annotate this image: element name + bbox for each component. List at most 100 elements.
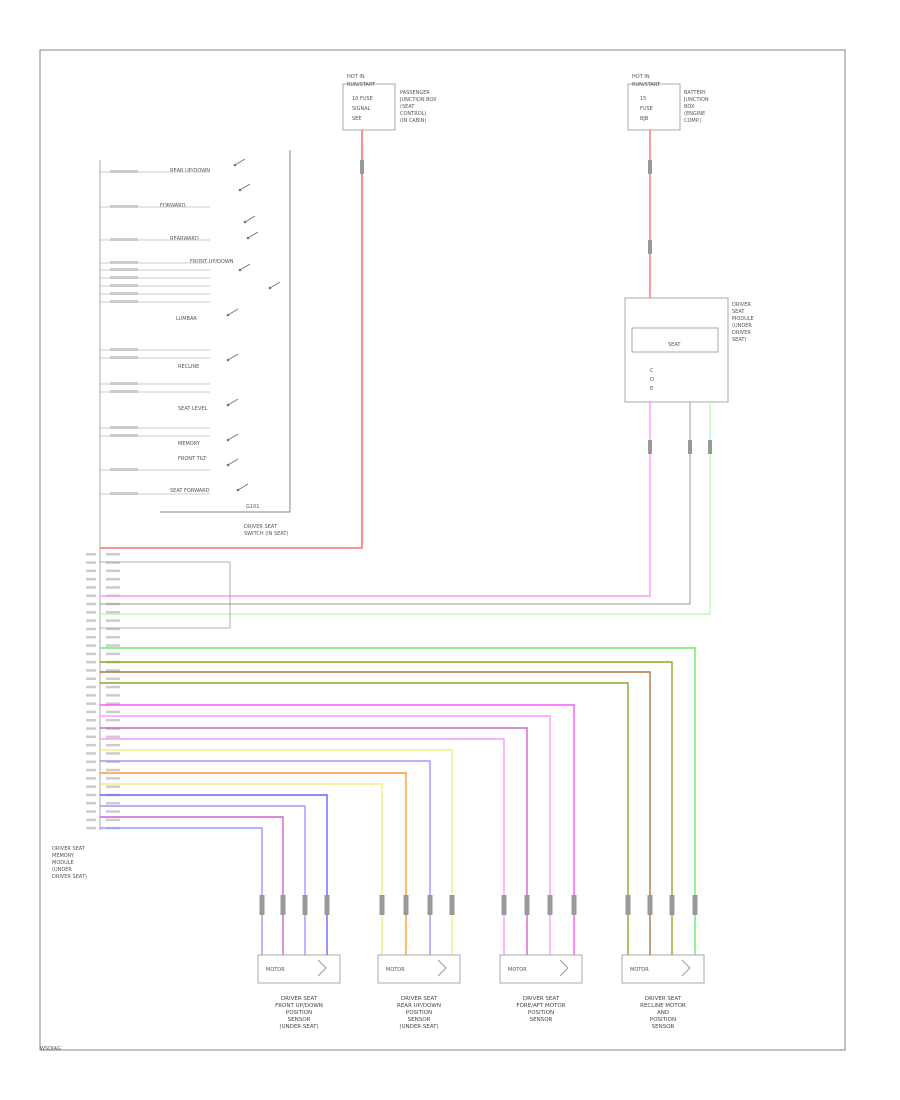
junction-box-outline bbox=[342, 83, 396, 131]
left-pin-tag-icon bbox=[106, 669, 120, 672]
left-pin-tag-icon bbox=[86, 677, 96, 680]
left-pin-tag-icon bbox=[86, 752, 96, 755]
switch-panel-ground: G101 bbox=[246, 504, 259, 510]
left-pin-tag-icon bbox=[106, 677, 120, 680]
motor-caption-line: DRIVER SEAT bbox=[281, 996, 318, 1002]
contact-dot-icon bbox=[226, 463, 230, 467]
memory-module-label: DRIVER SEAT MEMORY MODULE (UNDER DRIVER … bbox=[52, 846, 87, 880]
left-pin-tag-icon bbox=[106, 644, 120, 647]
connector-tag-icon bbox=[647, 895, 653, 915]
left-pin-tag-icon bbox=[86, 669, 96, 672]
contact-dot-icon bbox=[226, 313, 230, 317]
left-pin-tag-icon bbox=[106, 760, 120, 763]
switch-contact-icon bbox=[239, 263, 251, 271]
module-title-6: SEAT) bbox=[732, 337, 746, 343]
wire bbox=[100, 772, 407, 955]
wire-tag-icon bbox=[708, 440, 712, 454]
connector-tag-icon bbox=[669, 895, 675, 915]
left-pin-tag-icon bbox=[106, 569, 120, 573]
wire bbox=[100, 661, 673, 955]
pin-tag-icon bbox=[110, 284, 138, 287]
diagram-frame bbox=[39, 49, 846, 1051]
contact-dot-icon bbox=[243, 220, 247, 224]
battery-box-title-5: COMP.) bbox=[684, 118, 702, 124]
module-title-4: (UNDER bbox=[732, 323, 752, 329]
wire bbox=[100, 738, 505, 955]
battery-box-line-1: HOT IN bbox=[632, 74, 650, 80]
switch-label: REAR UP/DOWN bbox=[170, 168, 210, 174]
left-pin-tag-icon bbox=[106, 710, 120, 714]
junction-box-line-5: SEE bbox=[352, 116, 362, 122]
left-pin-tag-icon bbox=[106, 627, 120, 631]
wire bbox=[100, 561, 231, 629]
left-pin-tag-icon bbox=[86, 619, 96, 622]
pin-tag-icon bbox=[110, 492, 138, 495]
wire bbox=[100, 816, 284, 955]
junction-box-title-1: PASSENGER bbox=[400, 90, 430, 96]
pin-tag-icon bbox=[110, 238, 138, 241]
left-pin-tag-icon bbox=[86, 694, 96, 697]
pin-tag-icon bbox=[110, 356, 138, 359]
left-pin-tag-icon bbox=[86, 685, 96, 689]
motor-symbol-icon bbox=[317, 959, 327, 977]
left-pin-tag-icon bbox=[86, 727, 96, 730]
wire bbox=[100, 760, 431, 955]
left-pin-tag-icon bbox=[86, 627, 96, 631]
junction-box-title-2: JUNCTION BOX bbox=[399, 97, 437, 103]
switch-contact-icon bbox=[227, 433, 239, 441]
switch-label: MEMORY bbox=[178, 441, 201, 447]
pin-tag-icon bbox=[110, 276, 138, 279]
contact-dot-icon bbox=[226, 438, 230, 442]
left-pin-tag-icon bbox=[86, 569, 96, 573]
junction-box-title-5: (IN CABIN) bbox=[400, 118, 426, 124]
motor-box bbox=[499, 954, 583, 984]
battery-box-line-3: 15 bbox=[640, 96, 646, 102]
left-pin-tag-icon bbox=[106, 719, 120, 722]
battery-junction-box: HOT IN RUN/START 15 FUSE BJB BATTERY JUN… bbox=[627, 74, 709, 131]
contact-dot-icon bbox=[226, 358, 230, 362]
left-pin-tag-icon bbox=[86, 577, 96, 581]
pin-tag-icon bbox=[110, 268, 138, 271]
pin-tag-icon bbox=[110, 300, 138, 303]
pin-tag-icon bbox=[110, 434, 138, 437]
motor-inner-label: MOTOR bbox=[630, 967, 649, 973]
switch-label: SEAT FORWARD bbox=[170, 488, 210, 494]
pin-tag-icon bbox=[110, 205, 138, 208]
wire bbox=[100, 727, 528, 955]
switch-label: LUMBAR bbox=[176, 316, 197, 322]
connector-tag-icon bbox=[379, 895, 385, 915]
contact-dot-icon bbox=[238, 188, 242, 192]
left-pin-tag-icon bbox=[86, 710, 96, 714]
contact-dot-icon bbox=[233, 163, 237, 167]
left-pin-tag-icon bbox=[86, 602, 96, 606]
motor-box bbox=[377, 954, 461, 984]
contact-dot-icon bbox=[246, 236, 250, 240]
left-pin-tag-icon bbox=[86, 818, 96, 822]
wire-tag-icon bbox=[360, 160, 364, 174]
motor-symbol-icon bbox=[559, 959, 569, 977]
memory-module-title-3: MODULE bbox=[52, 860, 74, 866]
module-title-1: DRIVER bbox=[732, 302, 751, 308]
left-pin-labels bbox=[86, 553, 120, 830]
switch-contact-icon bbox=[227, 458, 239, 466]
battery-box-line-4: FUSE bbox=[640, 106, 653, 112]
contact-dot-icon bbox=[268, 286, 272, 290]
left-pin-tag-icon bbox=[106, 752, 120, 755]
pin-tag-icon bbox=[110, 382, 138, 385]
switch-contact-icon bbox=[227, 398, 239, 406]
battery-box-outline bbox=[627, 83, 681, 131]
switch-glyphs bbox=[100, 158, 281, 495]
motor-caption-line: SENSOR bbox=[652, 1024, 675, 1030]
motor-caption-line: POSITION bbox=[286, 1010, 312, 1016]
left-pin-tag-icon bbox=[106, 818, 120, 822]
left-pin-tag-icon bbox=[86, 719, 96, 722]
junction-box-line-4: SIGNAL bbox=[352, 106, 371, 112]
motor-inner-label: MOTOR bbox=[266, 967, 285, 973]
motor-caption-line: DRIVER SEAT bbox=[523, 996, 560, 1002]
switch-contact-icon bbox=[227, 353, 239, 361]
motor-caption-line: DRIVER SEAT bbox=[645, 996, 682, 1002]
